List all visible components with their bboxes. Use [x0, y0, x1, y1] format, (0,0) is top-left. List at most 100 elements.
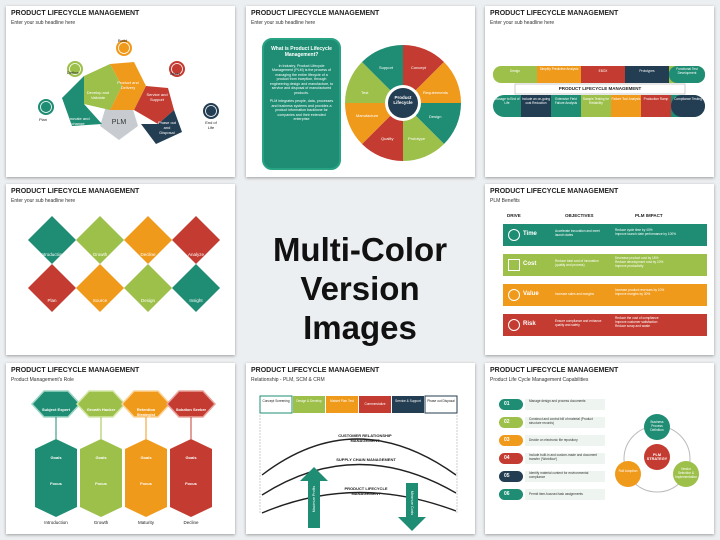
benefit-row-time: Time Accelerate innovation and meet laun…	[503, 224, 707, 246]
impact-text: Increase product revenues by 10% Improve…	[615, 288, 703, 297]
slide-thumbnail-4[interactable]: PRODUCT LIFECYCLE MANAGEMENT Enter your …	[6, 184, 235, 355]
slide-thumbnail-7[interactable]: PRODUCT LIFECYCLE MANAGEMENT Relationshi…	[246, 363, 475, 534]
stage-introduction: Introduction	[44, 520, 68, 525]
segment-quality: Quality	[381, 136, 394, 141]
goal-label: Goals	[95, 455, 107, 460]
label-build: Build	[118, 38, 127, 43]
phase-step: Service & Support	[395, 399, 421, 403]
chart-icon	[508, 289, 520, 301]
slide-thumbnail-2[interactable]: PRODUCT LIFECYCLE MANAGEMENT Enter your …	[246, 6, 475, 177]
roadmap-step: Production Ramp	[643, 97, 669, 101]
plm-hexagon-diagram	[38, 40, 219, 144]
col-header-impact: PLM IMPACT	[635, 213, 663, 218]
impact-item: Reduce development cost by 10%	[615, 259, 664, 264]
benefit-row-risk: Risk Ensure compliance and enhance quali…	[503, 314, 707, 336]
role-solution-seeker: Solution Seeker	[175, 407, 207, 412]
strategy-circle-label: Vendor Selection & Implementation	[675, 467, 697, 479]
slide-subtitle: Relationship - PLM, SCM & CRM	[251, 377, 325, 383]
capability-text: Construct and control bill of material (…	[529, 417, 593, 425]
col-header-objectives: OBJECTIVES	[565, 213, 594, 218]
diamond-decline: Decline	[140, 252, 156, 257]
goal-label: Goals	[185, 455, 197, 460]
diamond-grid	[27, 215, 221, 313]
slide-title: PRODUCT LIFECYCLE MANAGEMENT	[11, 10, 140, 17]
capabilities-list-graphic	[499, 399, 699, 500]
phase-step: Commercialize	[364, 402, 386, 406]
objective-text: Reduce total cost of innovation (quality…	[555, 259, 599, 267]
label-develop-validate: Develop and Validate	[86, 90, 110, 100]
capability-text: Permit item-focused task assignments	[529, 492, 583, 496]
objective-text: Ensure compliance and enhance quality an…	[555, 319, 602, 327]
drive-label: Time	[523, 231, 537, 237]
label-asset: Asset	[170, 71, 181, 76]
money-icon	[508, 259, 520, 271]
benefit-row-cost: Cost Reduce total cost of innovation (qu…	[503, 254, 707, 276]
slide-title: PRODUCT LIFECYCLE MANAGEMENT	[251, 367, 380, 374]
slide-thumbnail-1[interactable]: PRODUCT LIFECYCLE MANAGEMENT Enter your …	[6, 6, 235, 177]
definition-text-2: PLM integrates people, data, processes a…	[269, 99, 334, 122]
definition-text-1: In Industry, Product Lifecycle Managemen…	[269, 64, 334, 95]
roadmap-step: Simplify Predictive Analysis	[539, 67, 579, 71]
definition-box: What is Product Lifecycle Management? In…	[262, 38, 341, 170]
capability-number: 03	[504, 437, 510, 443]
segment-design: Design	[429, 114, 442, 119]
minimize-costs-arrow-label: Minimize Costs	[410, 490, 414, 516]
phase-step: Market Plan Test	[330, 399, 354, 403]
slide-subtitle: Product Management's Role	[11, 377, 74, 383]
stage-growth: Growth	[93, 520, 109, 525]
center-heading-line-2: Version Images	[300, 270, 420, 346]
focus-label: Focus	[140, 481, 152, 486]
segment-prototype: Prototype	[408, 136, 426, 141]
scm-label: SUPPLY CHAIN MANAGEMENT	[336, 457, 396, 462]
stage-maturity: Maturity	[137, 520, 154, 525]
impact-item: Increase product revenues by 10%	[615, 288, 665, 292]
impact-item: Reduce cycle time by 40%	[615, 228, 653, 232]
capability-number: 02	[504, 419, 510, 425]
diamond-analyze: Analyze	[187, 252, 204, 257]
slide-subtitle: PLM Benefits	[490, 198, 520, 204]
phase-step: Phase out Disposal	[427, 399, 455, 403]
roadmap-bottom-row: Manage to End of Life Include an on-goin…	[493, 97, 705, 116]
capability-text: Include built-in and custom-made and doc…	[529, 453, 598, 461]
warning-icon	[508, 319, 520, 331]
phase-step: Concept Screening	[262, 399, 290, 403]
roadmap-top-row: Design Simplify Predictive Analysis EBOX…	[493, 67, 705, 81]
slide-thumbnail-8[interactable]: PRODUCT LIFECYCLE MANAGEMENT Product Lif…	[485, 363, 714, 534]
slide-thumbnail-5[interactable]: PRODUCT LIFECYCLE MANAGEMENT PLM Benefit…	[485, 184, 714, 355]
strategy-circle-label: Roll Adoption	[618, 469, 638, 473]
roadmap-banner: PRODUCT LIFECYCLE MANAGEMENT	[558, 86, 642, 91]
slide-thumbnail-6[interactable]: PRODUCT LIFECYCLE MANAGEMENT Product Man…	[6, 363, 235, 534]
drive-label: Cost	[523, 261, 537, 267]
role-retention-strategist: Retention Strategist	[136, 407, 156, 417]
goal-label: Goals	[140, 455, 152, 460]
diamond-source: Source	[92, 298, 108, 303]
label-plan: Plan	[39, 117, 48, 122]
stage-decline: Decline	[183, 520, 199, 525]
wheel-center-label: Product Lifecycle	[393, 95, 413, 105]
slide-subtitle: Enter your sub headline here	[490, 20, 555, 26]
slide-subtitle: Product Life Cycle Management Capabiliti…	[490, 377, 589, 383]
roadmap-step: Include an on-going cost Reduction	[521, 97, 550, 105]
impact-text: Reduce cycle time by 40% Improve launch …	[615, 228, 703, 237]
slide-title: PRODUCT LIFECYCLE MANAGEMENT	[11, 188, 140, 195]
role-growth-hacker: Growth Hacker	[86, 407, 116, 412]
slide-thumbnail-3[interactable]: PRODUCT LIFECYCLE MANAGEMENT Enter your …	[485, 6, 714, 177]
diamond-design: Design	[140, 298, 155, 303]
label-innovate: Innovate and change	[66, 116, 90, 126]
label-service-support: Service and Support	[146, 92, 168, 102]
roadmap-step: EBOX	[598, 69, 608, 73]
roadmap-step: Prototypes	[639, 69, 655, 73]
impact-item: Reduce the cost of compliance	[615, 316, 659, 320]
col-header-drive: DRIVE	[507, 213, 521, 218]
roadmap-step: Functional Test Development	[676, 67, 698, 75]
label-define: Define	[67, 70, 79, 75]
impact-item: Improve customer satisfaction	[615, 319, 658, 324]
segment-manufacture: Manufacture	[356, 113, 379, 118]
phase-step: Design & Develop	[296, 399, 322, 403]
slide-subtitle: Enter your sub headline here	[11, 198, 76, 204]
strategy-core-label: PLM STRATEGY	[646, 453, 668, 461]
crm-label: CUSTOMER RELATIONSHIP MANAGEMENT	[338, 433, 392, 443]
drive-label: Risk	[523, 321, 536, 327]
objective-text: Accelerate innovation and meet launch da…	[555, 229, 600, 237]
slide-title: PRODUCT LIFECYCLE MANAGEMENT	[490, 188, 619, 195]
